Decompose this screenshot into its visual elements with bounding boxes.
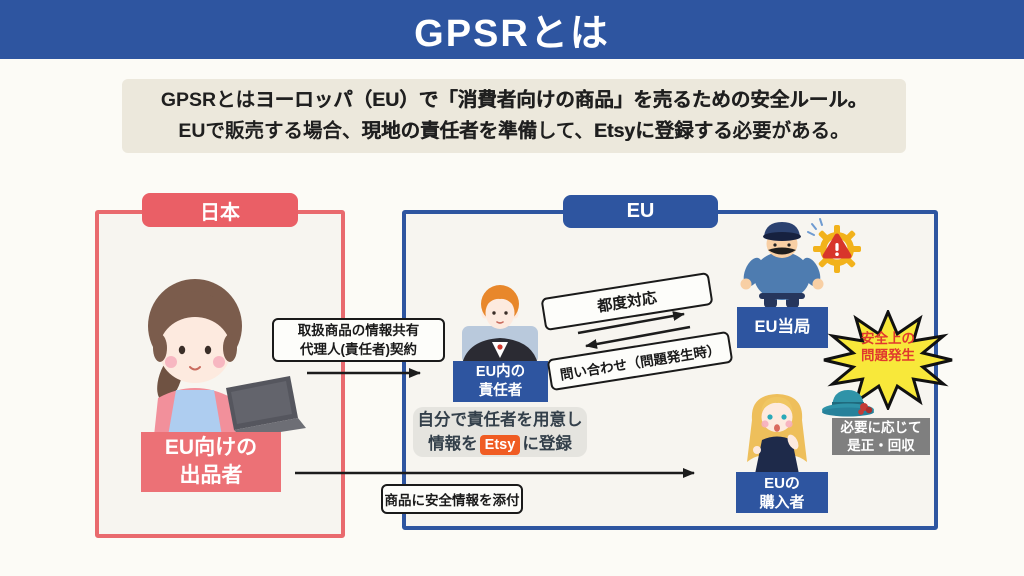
intro-line-2: EUで販売する場合、現地の責任者を準備して、Etsyに登録する必要がある。 <box>178 120 850 142</box>
gear-alert-icon <box>806 216 864 274</box>
buyer-woman-icon <box>742 390 812 474</box>
responsible-label: EU内の 責任者 <box>453 361 548 402</box>
intro-line-1: GPSRとはヨーロッパ（EU）で「消費者向けの商品」を売るための安全ルール。 <box>160 89 868 111</box>
contract-label: 取扱商品の情報共有 代理人(責任者)契約 <box>272 318 445 362</box>
page-title: GPSRとは <box>414 13 610 55</box>
seller-label: EU向けの 出品者 <box>141 432 281 492</box>
intro-box: GPSRとはヨーロッパ（EU）で「消費者向けの商品」を売るための安全ルール。 E… <box>122 79 906 153</box>
responsible-person-icon <box>448 282 552 364</box>
authority-label: EU当局 <box>737 307 828 348</box>
remedy-box: 必要に応じて 是正・回収 <box>832 418 930 455</box>
etsy-badge: Etsy <box>479 435 521 455</box>
hat-icon <box>820 385 878 419</box>
japan-zone-box <box>95 210 345 538</box>
japan-zone-tab: 日本 <box>142 193 298 227</box>
seller-woman-icon <box>140 266 310 436</box>
alert-starburst <box>822 310 954 410</box>
alert-text: 安全上の 問題発生 <box>861 331 915 363</box>
header-banner: GPSRとは <box>0 0 1024 59</box>
etsy-note-line-1: 自分で責任者を用意し <box>417 411 583 429</box>
attach-label: 商品に安全情報を添付 <box>381 484 523 514</box>
police-officer-icon <box>733 220 833 312</box>
eu-zone-tab: EU <box>563 195 718 228</box>
buyer-label: EUの 購入者 <box>736 472 828 513</box>
